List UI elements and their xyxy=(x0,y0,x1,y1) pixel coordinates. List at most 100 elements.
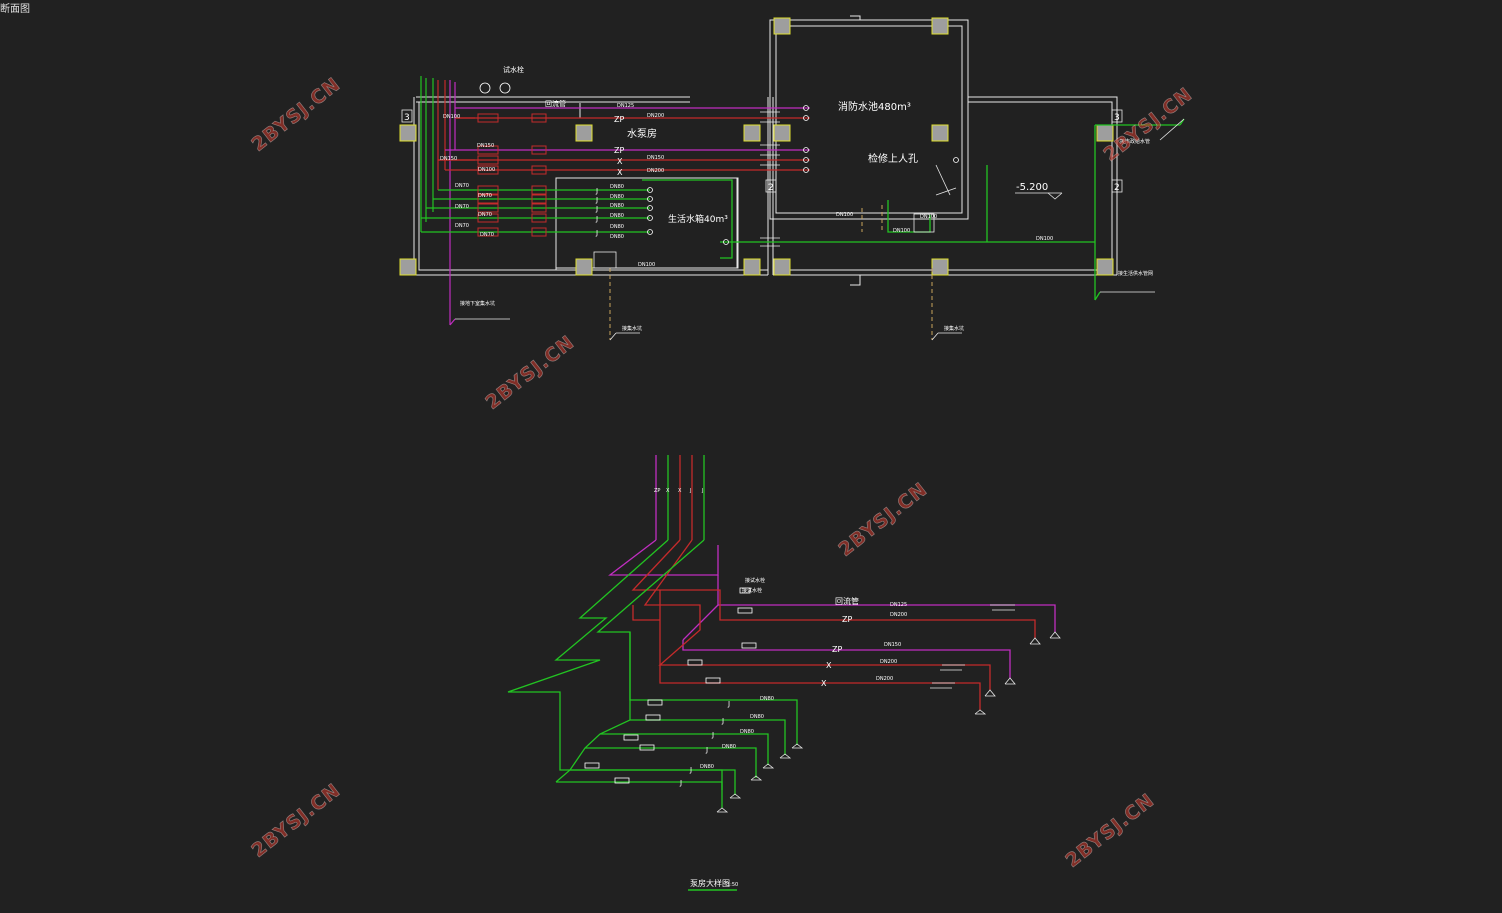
plan-drains xyxy=(609,205,933,340)
svg-text:J: J xyxy=(711,731,714,739)
svg-text:DN80: DN80 xyxy=(610,213,624,219)
svg-text:DN80: DN80 xyxy=(750,714,764,720)
plan-pipes-domestic xyxy=(421,118,1185,301)
svg-text:J: J xyxy=(595,229,598,237)
level-mark: -5.200 xyxy=(1016,182,1048,193)
plan-axis-markers xyxy=(401,109,1123,193)
svg-text:J: J xyxy=(595,205,598,213)
svg-text:DN80: DN80 xyxy=(610,203,624,209)
axo-pipes-domestic xyxy=(507,539,798,808)
caption: 泵房大样图 1:50 xyxy=(688,878,738,891)
svg-text:X: X xyxy=(617,157,623,166)
svg-text:DN70: DN70 xyxy=(478,193,492,199)
svg-text:DN80: DN80 xyxy=(610,194,624,200)
svg-text:DN200: DN200 xyxy=(647,168,664,174)
caption-title: 泵房大样图 xyxy=(690,878,730,888)
svg-text:DN100: DN100 xyxy=(638,262,655,268)
svg-text:DN80: DN80 xyxy=(610,184,624,190)
axo-drain-ends xyxy=(716,604,1061,813)
svg-text:DN80: DN80 xyxy=(700,764,714,770)
axo-riser-label-1: 接试水栓 xyxy=(745,577,765,584)
svg-text:X: X xyxy=(666,488,670,494)
plan-tank-connections xyxy=(479,82,959,245)
plan-view: 3 2 3 2 xyxy=(399,15,1185,341)
plan-pipes-fire xyxy=(438,107,810,171)
axo-pipes-fire xyxy=(631,539,1036,710)
plan-return-label: 回流管 xyxy=(545,99,566,108)
svg-text:DN200: DN200 xyxy=(880,659,897,665)
plan-columns xyxy=(399,17,1114,276)
tank-fire-label: 消防水池480m³ xyxy=(838,100,911,113)
svg-text:DN150: DN150 xyxy=(477,143,494,149)
watermark-6: 2BYSJ.CN xyxy=(1062,789,1159,872)
svg-text:ZP: ZP xyxy=(614,146,624,155)
svg-text:J: J xyxy=(727,700,730,708)
svg-text:DN150: DN150 xyxy=(440,156,457,162)
drawing-tab-label[interactable]: 断面图 xyxy=(0,4,30,15)
svg-text:ZP: ZP xyxy=(614,115,624,124)
svg-text:J: J xyxy=(689,766,692,774)
note-drain-3: 接集水坑 xyxy=(944,325,964,332)
axis-2-right: 2 xyxy=(1114,183,1120,193)
axo-return-label: 回流管 xyxy=(835,596,859,606)
plan-risers xyxy=(420,76,456,326)
svg-text:DN70: DN70 xyxy=(455,223,469,229)
svg-text:DN100: DN100 xyxy=(478,167,495,173)
caption-scale: 1:50 xyxy=(727,882,738,888)
svg-text:DN125: DN125 xyxy=(617,103,634,109)
plan-walls xyxy=(413,15,1118,286)
axo-tags: ZP ZP X X J J J J J J ZP X X J J DN125 D… xyxy=(654,488,907,787)
axo-view: ZP ZP X X J J J J J J ZP X X J J DN125 D… xyxy=(507,455,1061,813)
svg-text:DN200: DN200 xyxy=(890,612,907,618)
svg-text:DN100: DN100 xyxy=(836,212,853,218)
axis-3-left: 3 xyxy=(404,113,410,123)
svg-text:X: X xyxy=(678,488,682,494)
svg-text:DN200: DN200 xyxy=(876,676,893,682)
plan-riser-label: 试水栓 xyxy=(503,65,524,74)
plan-pumps-fire xyxy=(477,113,547,175)
svg-text:DN80: DN80 xyxy=(610,224,624,230)
svg-text:J: J xyxy=(595,196,598,204)
plan-dn-labels: DN125 DN200 DN100 DN150 DN150 DN200 DN15… xyxy=(440,103,1053,268)
axis-2-mid: 2 xyxy=(768,183,774,193)
tank-domestic-label: 生活水箱40m³ xyxy=(668,213,728,225)
svg-text:J: J xyxy=(595,187,598,195)
svg-text:DN125: DN125 xyxy=(890,602,907,608)
plan-sleeves xyxy=(760,111,780,247)
axis-3-right: 3 xyxy=(1114,113,1120,123)
svg-text:J: J xyxy=(679,779,682,787)
svg-text:X: X xyxy=(826,661,832,670)
svg-text:DN150: DN150 xyxy=(647,155,664,161)
svg-text:DN200: DN200 xyxy=(647,113,664,119)
svg-text:DN80: DN80 xyxy=(610,234,624,240)
note-out: 接生活供水管网 xyxy=(1118,270,1153,277)
svg-text:ZP: ZP xyxy=(654,488,660,494)
svg-text:DN100: DN100 xyxy=(1036,236,1053,242)
note-supply: 接市政给水管 xyxy=(1120,138,1150,145)
plan-drain-ends xyxy=(455,118,1185,341)
svg-text:J: J xyxy=(701,488,703,494)
svg-text:DN80: DN80 xyxy=(760,696,774,702)
svg-text:DN100: DN100 xyxy=(893,228,910,234)
svg-text:DN80: DN80 xyxy=(740,729,754,735)
watermark-4: 2BYSJ.CN xyxy=(835,478,932,561)
svg-text:DN150: DN150 xyxy=(884,642,901,648)
svg-text:ZP: ZP xyxy=(842,615,852,624)
note-drain-1: 接地下室集水坑 xyxy=(460,300,495,307)
svg-text:ZP: ZP xyxy=(832,645,842,654)
axo-risers xyxy=(655,455,705,540)
svg-text:DN70: DN70 xyxy=(480,232,494,238)
svg-text:DN100: DN100 xyxy=(920,214,937,220)
svg-text:DN100: DN100 xyxy=(443,114,460,120)
plan-pipe-tags: ZP ZP X X J J J J J xyxy=(595,115,624,237)
svg-text:DN70: DN70 xyxy=(455,183,469,189)
watermark-1: 2BYSJ.CN xyxy=(248,73,345,156)
svg-text:J: J xyxy=(721,717,724,725)
svg-text:X: X xyxy=(617,168,623,177)
svg-text:J: J xyxy=(595,215,598,223)
svg-text:DN80: DN80 xyxy=(722,744,736,750)
watermark-3: 2BYSJ.CN xyxy=(482,331,579,414)
axo-valves xyxy=(584,587,757,784)
room-pump-label: 水泵房 xyxy=(627,127,657,140)
